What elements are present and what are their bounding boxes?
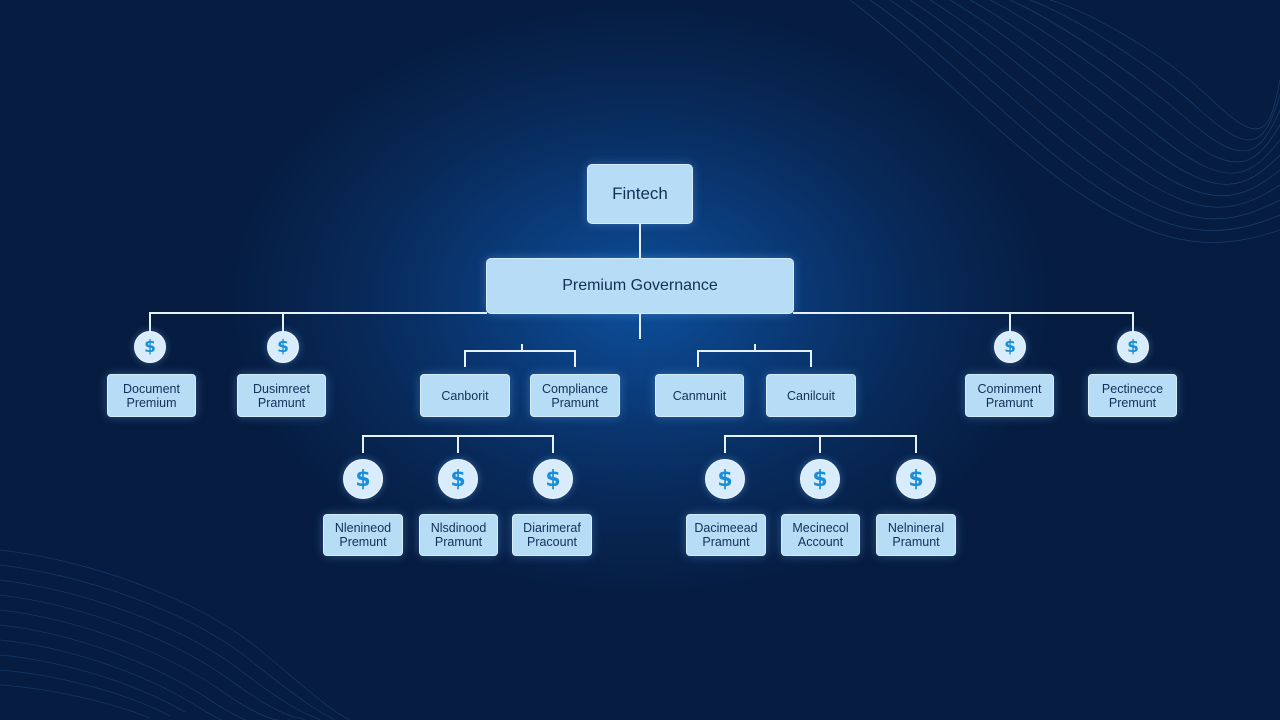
node-sublabel: Pramunt — [985, 395, 1034, 410]
wave-mesh-decoration — [0, 549, 351, 720]
dollar-icon: $ — [267, 331, 299, 363]
node-sublabel: Pramunt — [702, 535, 750, 549]
dollar-icon: $ — [438, 459, 478, 499]
node-label: Nlsdinood — [430, 521, 487, 535]
node-sublabel: Pracount — [526, 535, 578, 549]
node-label: Canmunit — [672, 388, 727, 403]
category-node: Canborit — [420, 374, 510, 417]
node-sublabel: Premunt — [339, 535, 387, 549]
dollar-icon: $ — [533, 459, 573, 499]
node-sublabel: Pramunt — [257, 395, 306, 410]
node-label: Premium Governance — [562, 277, 718, 294]
root-node-fintech: Fintech — [587, 164, 693, 224]
node-label: Document — [123, 381, 180, 396]
dollar-icon: $ — [1117, 331, 1149, 363]
node-sublabel: Premium — [126, 395, 177, 410]
dollar-icon: $ — [994, 331, 1026, 363]
node-label: Canborit — [441, 388, 489, 403]
node-label: Cominment — [977, 381, 1042, 396]
node-label: Fintech — [612, 184, 668, 203]
node-sublabel: Premunt — [1108, 395, 1157, 410]
dollar-icon: $ — [343, 459, 383, 499]
wave-mesh-decoration — [849, 0, 1280, 243]
node-sublabel: Account — [797, 535, 844, 549]
node-label: Nelnineral — [887, 521, 945, 535]
dollar-icon: $ — [800, 459, 840, 499]
node-sublabel: Pramunt — [551, 395, 599, 410]
category-node: Canmunit — [655, 374, 744, 417]
node-label: Mecinecol — [792, 521, 849, 535]
node-label: Dusimreet — [253, 381, 310, 396]
node-label: Diarimeraf — [523, 521, 581, 535]
node-label: Nlenineod — [334, 521, 392, 535]
node-sublabel: Pramunt — [892, 535, 940, 549]
node-sublabel: Pramunt — [434, 535, 483, 549]
node-label: Pectinecce — [1101, 381, 1164, 396]
node-label: Canilcuit — [787, 388, 835, 403]
category-node: Canilcuit — [766, 374, 856, 417]
dollar-icon: $ — [134, 331, 166, 363]
node-label: Compliance — [541, 381, 608, 396]
node-label: Dacimeead — [694, 521, 758, 535]
premium-governance-node: Premium Governance — [486, 258, 794, 314]
dollar-icon: $ — [705, 459, 745, 499]
dollar-icon: $ — [896, 459, 936, 499]
